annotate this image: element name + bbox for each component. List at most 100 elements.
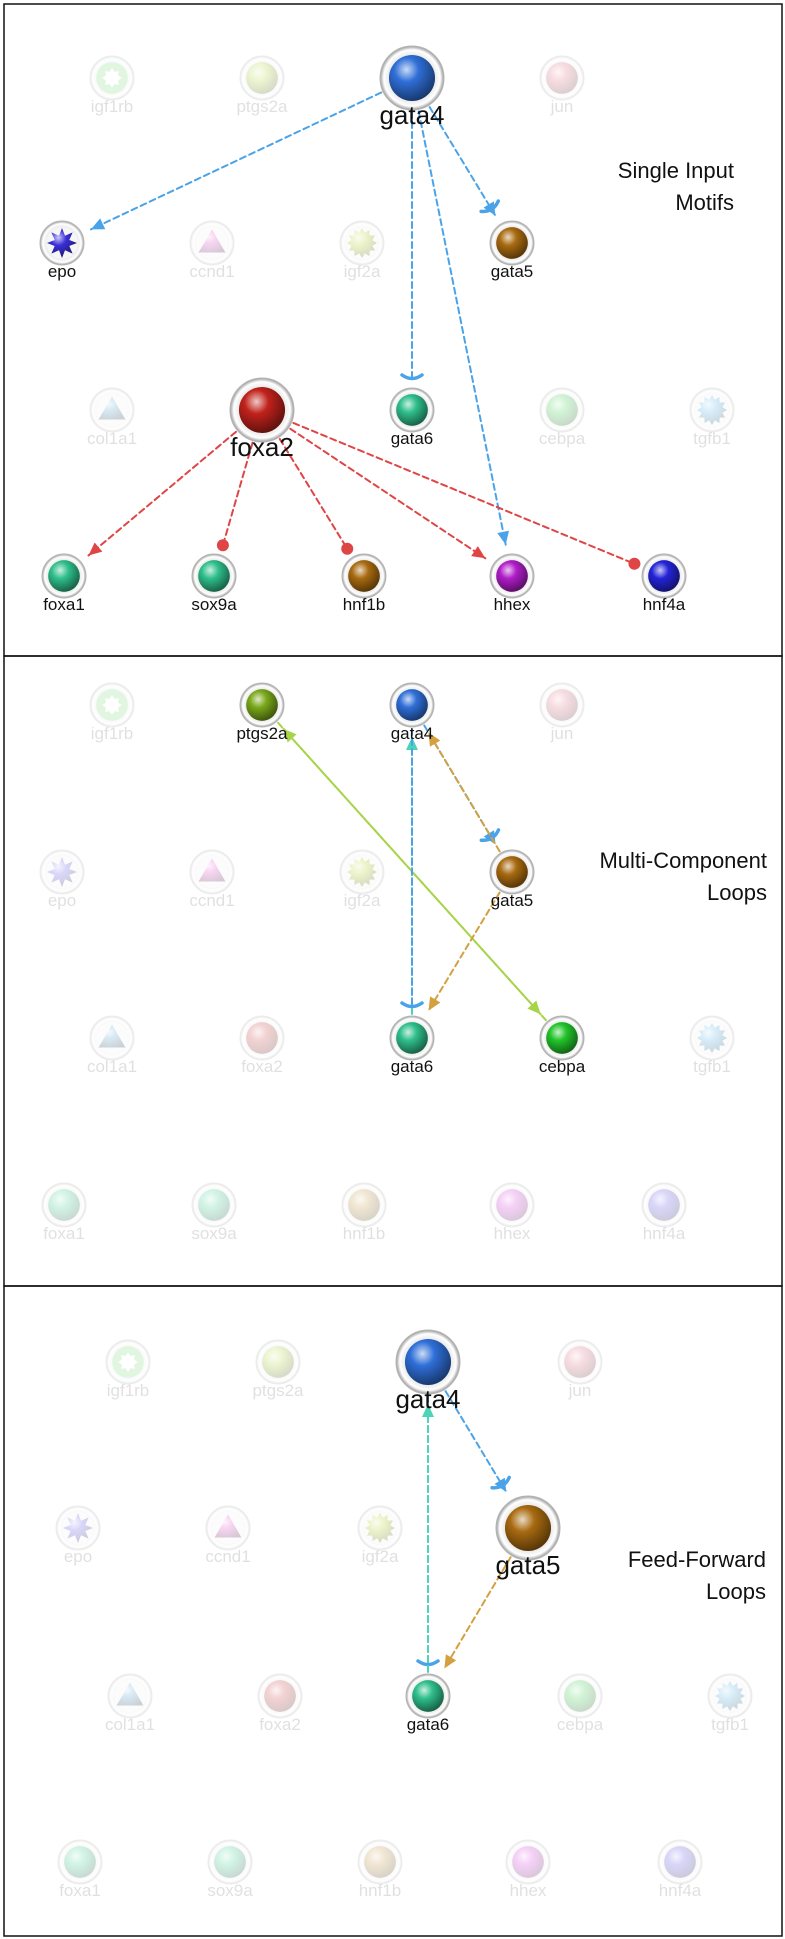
node-ball [648,1189,680,1221]
node-ptgs2a: ptgs2a [236,55,288,116]
inhibition-bar [479,199,501,214]
node-label: epo [64,1547,92,1566]
star-glyph [63,1513,93,1543]
node-ball [504,1504,552,1552]
triangle-glyph [198,858,226,882]
node-label: gata6 [391,1057,434,1076]
node-foxa1: foxa1 [41,1182,87,1243]
node-ccnd1: ccnd1 [189,220,235,281]
node-ball [246,62,278,94]
flower-glyph [102,68,122,88]
node-ball [396,689,428,721]
node-gata5: gata5 [489,849,535,910]
node-ccnd1: ccnd1 [189,849,235,910]
node-hnf4a: hnf4a [657,1839,703,1900]
node-label: ccnd1 [205,1547,250,1566]
node-ball [48,1189,80,1221]
node-label: col1a1 [87,429,137,448]
node-label: foxa1 [59,1881,101,1900]
starburst-glyph [347,228,377,258]
node-label: gata6 [391,429,434,448]
edges [416,1390,512,1673]
node-label: sox9a [207,1881,253,1900]
node-ball [348,560,380,592]
panel-title-line: Feed-Forward [628,1547,766,1572]
edge-foxa2-foxa1 [87,430,237,557]
node-hnf1b: hnf1b [341,1182,387,1243]
node-jun: jun [557,1339,603,1400]
node-label: tgfb1 [693,429,731,448]
dot-end [628,557,641,570]
node-label: igf2a [344,891,381,910]
starburst-glyph [347,857,377,887]
star-glyph [47,228,77,258]
node-label: sox9a [191,595,237,614]
node-foxa1: foxa1 [57,1839,103,1900]
arrowhead [471,546,486,559]
node-label: igf1rb [91,97,134,116]
node-col1a1: col1a1 [105,1673,155,1734]
node-ball [564,1346,596,1378]
node-label: igf1rb [107,1381,150,1400]
node-label: foxa2 [259,1715,301,1734]
node-igf1rb: igf1rb [89,55,135,116]
node-ptgs2a: ptgs2a [236,682,288,743]
node-igf1rb: igf1rb [105,1339,151,1400]
panel-title-line: Loops [706,1579,766,1604]
node-label: foxa1 [43,595,85,614]
node-gata4: gata4 [395,1329,461,1414]
node-label: gata4 [379,100,444,130]
node-ball [546,62,578,94]
node-ball [396,1022,428,1054]
node-label: igf1rb [91,724,134,743]
inhibition-bar [490,1475,511,1490]
edge-gata5-gata4 [427,731,501,853]
node-ball [496,1189,528,1221]
node-igf2a: igf2a [339,849,385,910]
node-ball [262,1346,294,1378]
edge-gata5-gata6 [427,891,501,1012]
inhibition-bar [400,1001,424,1009]
node-ball [496,856,528,888]
node-label: hnf1b [343,595,386,614]
node-cebpa: cebpa [539,1015,586,1076]
arrowhead [90,218,106,230]
node-ball [412,1680,444,1712]
arrowhead [497,530,510,545]
node-hnf1b: hnf1b [357,1839,403,1900]
node-label: gata5 [491,262,534,281]
node-label: jun [568,1381,592,1400]
node-hnf4a: hnf4a [641,553,687,614]
node-ball [246,1022,278,1054]
node-cebpa: cebpa [557,1673,604,1734]
triangle-glyph [214,1514,242,1538]
node-tgfb1: tgfb1 [707,1673,753,1734]
node-label: col1a1 [105,1715,155,1734]
node-label: hhex [494,1224,531,1243]
node-label: foxa2 [241,1057,283,1076]
node-hnf1b: hnf1b [341,553,387,614]
node-label: igf2a [362,1547,399,1566]
node-ball [264,1680,296,1712]
node-label: hnf4a [643,1224,686,1243]
triangle-glyph [198,229,226,253]
edge-gata4-gata5 [428,106,501,217]
node-ball [564,1680,596,1712]
node-col1a1: col1a1 [87,387,137,448]
arrowhead [428,732,441,747]
edges [87,91,641,570]
node-ball [664,1846,696,1878]
panel-frame [3,1285,783,1937]
node-gata4: gata4 [389,682,435,743]
node-ball [404,1338,452,1386]
node-label: jun [550,97,574,116]
node-label: gata5 [495,1550,560,1580]
flower-glyph [102,695,122,715]
node-label: foxa2 [230,432,294,462]
node-ball [364,1846,396,1878]
arrowhead [428,996,441,1011]
edges [277,721,547,1022]
